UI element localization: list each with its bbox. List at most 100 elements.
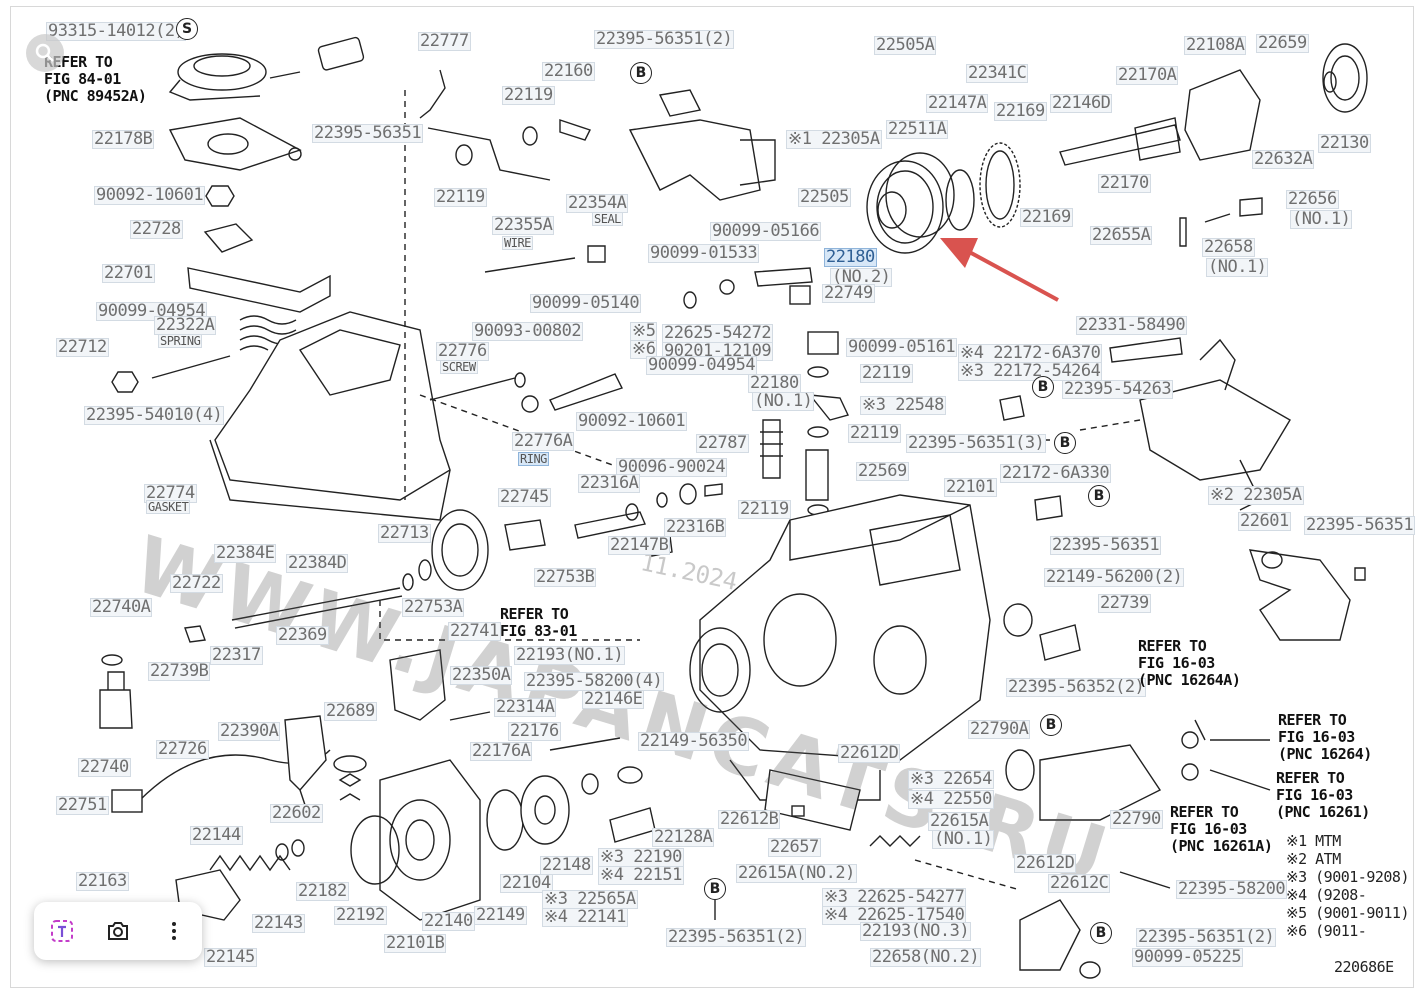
part-label[interactable]: 22569 (856, 461, 909, 481)
part-label[interactable]: 22169 (1020, 207, 1073, 227)
part-label[interactable]: ※4 22151 (598, 865, 684, 885)
part-label[interactable]: 22146E (582, 689, 645, 709)
part-label[interactable]: 22505A (874, 35, 937, 55)
part-label[interactable]: 22130 (1318, 133, 1371, 153)
part-label[interactable]: 22728 (130, 219, 183, 239)
part-label[interactable]: 22176A (470, 741, 533, 761)
part-label[interactable]: 22739B (148, 661, 211, 681)
part-label[interactable]: ※1 22305A (786, 129, 882, 149)
part-label[interactable]: 90092-10601 (576, 411, 688, 431)
part-label[interactable]: 22149-56200(2) (1044, 567, 1185, 587)
part-label[interactable]: 22147A (926, 93, 989, 113)
part-label[interactable]: 22119 (860, 363, 913, 383)
part-label[interactable]: 22108A (1184, 35, 1247, 55)
part-label[interactable]: ※2 22305A (1208, 485, 1304, 505)
part-label[interactable]: SEAL (592, 212, 623, 226)
part-label[interactable]: 22395-56351(3) (906, 433, 1047, 453)
part-label[interactable]: 22119 (434, 187, 487, 207)
part-label[interactable]: GASKET (146, 500, 191, 514)
part-label[interactable]: 22316A (578, 473, 641, 493)
part-label[interactable]: 22160 (542, 61, 595, 81)
part-label[interactable]: 22350A (450, 665, 513, 685)
part-label[interactable]: 22615A(NO.2) (736, 863, 857, 883)
part-label[interactable]: 22612C (1048, 873, 1111, 893)
part-label[interactable]: 22741 (448, 621, 501, 641)
part-label[interactable]: 22612D (838, 743, 901, 763)
part-label[interactable]: 22395-56352(2) (1006, 677, 1147, 697)
part-label[interactable]: 22172-6A330 (1000, 463, 1112, 483)
part-label[interactable]: 90092-10601 (94, 185, 206, 205)
part-label[interactable]: 22193(NO.1) (514, 645, 626, 665)
part-label[interactable]: 22753B (534, 567, 597, 587)
camera-button[interactable] (98, 911, 138, 951)
part-label[interactable]: 22787 (696, 433, 749, 453)
part-label[interactable]: ※5 (630, 321, 658, 341)
part-label[interactable]: 22395-58200(4) (524, 671, 665, 691)
part-label[interactable]: (NO.1) (1206, 257, 1269, 277)
zoom-button[interactable] (26, 34, 64, 72)
part-label[interactable]: 22790 (1110, 809, 1163, 829)
part-label[interactable]: 22180 (824, 247, 877, 267)
part-label[interactable]: 90099-05140 (530, 293, 642, 313)
part-label[interactable]: ※6 (630, 339, 658, 359)
part-label[interactable]: 22176 (508, 721, 561, 741)
part-label[interactable]: 22395-56351 (1050, 535, 1162, 555)
part-label[interactable]: 22395-58200 (1176, 879, 1288, 899)
part-label[interactable]: 22104 (500, 873, 553, 893)
part-label[interactable]: 90099-05161 (846, 337, 958, 357)
part-label[interactable]: 22390A (218, 721, 281, 741)
part-label[interactable]: 22601 (1238, 511, 1291, 531)
part-label[interactable]: 22101 (944, 477, 997, 497)
part-label[interactable]: 90099-04954 (646, 355, 758, 375)
part-label[interactable]: RING (518, 452, 549, 466)
part-label[interactable]: (NO.1) (1290, 209, 1353, 229)
part-label[interactable]: 22147B (608, 535, 671, 555)
part-label[interactable]: 90096-90024 (616, 457, 728, 477)
part-label[interactable]: 22314A (494, 697, 557, 717)
part-label[interactable]: 22384E (214, 543, 277, 563)
part-label[interactable]: 22170A (1116, 65, 1179, 85)
text-select-button[interactable] (42, 911, 82, 951)
part-label[interactable]: 22753A (402, 597, 465, 617)
part-label[interactable]: 22331-58490 (1076, 315, 1188, 335)
part-label[interactable]: 22659 (1256, 33, 1309, 53)
part-label[interactable]: 22182 (296, 881, 349, 901)
part-label[interactable]: 22745 (498, 487, 551, 507)
part-label[interactable]: ※4 22550 (908, 789, 994, 809)
part-label[interactable]: 22119 (502, 85, 555, 105)
part-label[interactable]: 22355A (492, 215, 555, 235)
part-label[interactable]: 90093-00802 (472, 321, 584, 341)
part-label[interactable]: 22149-56350 (638, 731, 750, 751)
part-label[interactable]: 22777 (418, 31, 471, 51)
part-label[interactable]: 22505 (798, 187, 851, 207)
part-label[interactable]: 22146D (1050, 93, 1113, 113)
part-label[interactable]: 90099-05166 (710, 221, 822, 241)
part-label[interactable]: 22632A (1252, 149, 1315, 169)
part-label[interactable]: 90099-05225 (1132, 947, 1244, 967)
part-label[interactable]: 22316B (664, 517, 727, 537)
part-label[interactable]: WIRE (502, 236, 533, 250)
part-label[interactable]: 22395-56351 (312, 123, 424, 143)
part-label[interactable]: ※3 22625-54277 (822, 887, 967, 907)
more-options-button[interactable] (154, 911, 194, 951)
part-label[interactable]: 22395-56351(2) (1136, 927, 1277, 947)
part-label[interactable]: 22689 (324, 701, 377, 721)
part-label[interactable]: 22395-54010(4) (84, 405, 225, 425)
part-label[interactable]: 22739 (1098, 593, 1151, 613)
part-label[interactable]: 22774 (144, 483, 197, 503)
part-label[interactable]: 22612D (1014, 853, 1077, 873)
part-label[interactable]: 22612B (718, 809, 781, 829)
part-label[interactable]: 22395-56351(2) (666, 927, 807, 947)
part-label[interactable]: (NO.2) (830, 267, 893, 287)
part-label[interactable]: 22726 (156, 739, 209, 759)
part-label[interactable]: 22602 (270, 803, 323, 823)
part-label[interactable]: 22776A (512, 431, 575, 451)
part-label[interactable]: 22322A (154, 315, 217, 335)
part-label[interactable]: 22163 (76, 871, 129, 891)
part-label[interactable]: 22128A (652, 827, 715, 847)
part-label[interactable]: 22317 (210, 645, 263, 665)
part-label[interactable]: 22145 (204, 947, 257, 967)
part-label[interactable]: 22740A (90, 597, 153, 617)
part-label[interactable]: 22713 (378, 523, 431, 543)
part-label[interactable]: 22140 (422, 911, 475, 931)
